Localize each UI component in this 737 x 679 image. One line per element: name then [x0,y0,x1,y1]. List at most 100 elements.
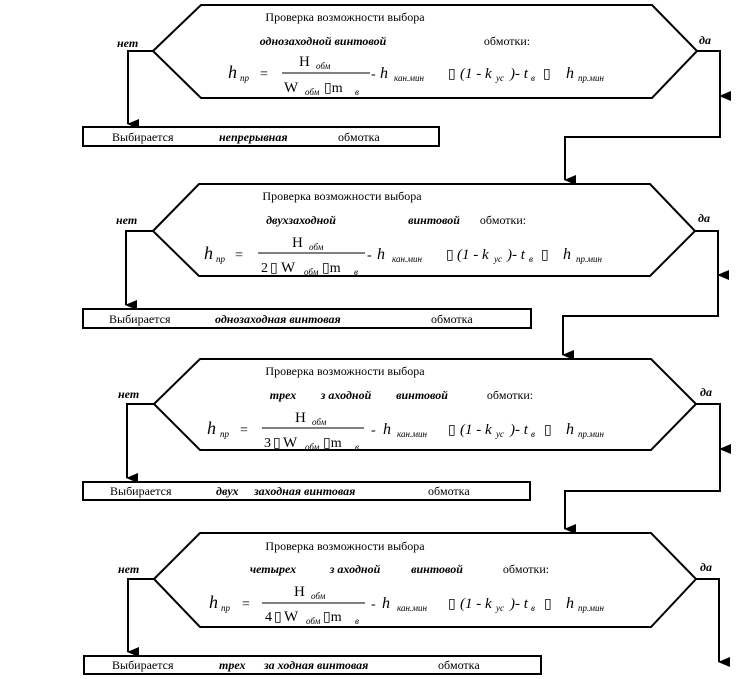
formula-equals: = [242,597,250,612]
formula-h-channel: h [377,246,385,263]
formula-numerator-sub: обм [311,591,326,601]
decision-subtitle-part: з аходной [320,388,372,402]
decision-subtitle-part: обмотки: [484,34,530,48]
formula-lhs: h [228,62,237,82]
formula-numerator-sub: обм [312,417,327,427]
formula-lhs: h [209,592,218,612]
formula-h-min-sub: пр.мин [578,603,604,613]
yes-label: да [700,560,712,574]
result-text-part: заходная винтовая [253,484,355,498]
result-text-part: Выбирается [112,658,174,672]
no-label: нет [118,562,139,576]
result-text-part: непрерывная [219,130,288,144]
formula-t-sub: в [531,429,535,439]
formula-numerator-sub: обм [309,242,324,252]
decision-subtitle-part: обмотки: [480,213,526,227]
no-arrow [126,403,154,483]
formula-numerator: H [294,584,305,600]
formula-lhs-sub: пр [221,603,231,613]
formula-mult-box: ▯ [448,597,456,612]
formula: h пр = H обм 2 ▯ W обм ▯m в - h кан.мин … [204,235,602,277]
result-box [83,655,542,675]
decision-subtitle-part: трех [270,388,297,402]
formula-ge: ▯ [544,423,552,438]
formula-ge: ▯ [541,248,549,263]
result-box [82,126,440,147]
decision-subtitle-part: двухзаходной [266,213,336,227]
formula-h-channel: h [383,421,391,438]
formula-k-sub: ус [493,254,502,264]
formula-k-sub: ус [495,429,504,439]
formula-ge: ▯ [544,597,552,612]
formula-numerator: H [295,410,306,426]
formula-h-min: h [566,595,574,612]
formula-h-channel-sub: кан.мин [397,603,427,613]
formula-mult-box: ▯ [448,67,456,82]
no-label: нет [117,36,138,50]
formula-denominator: W [284,80,299,96]
formula-k-term: (1 - k [457,247,489,263]
decision-title: Проверка возможности выбора [262,189,422,203]
no-arrow [127,578,154,657]
connector-3-4 [564,449,721,534]
formula-lhs-sub: пр [216,254,226,264]
yes-arrow [695,230,729,280]
formula-lhs-sub: пр [240,73,250,83]
formula-k-sub: ус [495,73,504,83]
result-text-part: обмотка [438,658,480,672]
yes-arrow [696,403,731,454]
formula-numerator: H [299,54,310,70]
formula-minus: - [367,248,372,263]
formula-h-channel-sub: кан.мин [397,429,427,439]
no-label: нет [116,213,137,227]
formula: h пр = H обм 4 ▯ W обм ▯m в - h кан.мин … [209,584,604,626]
formula-mult-box: ▯ [273,436,281,451]
formula-equals: = [235,248,243,263]
formula-ge: ▯ [543,67,551,82]
formula-k-sub: ус [495,603,504,613]
formula-mult-box: ▯ [448,423,456,438]
formula-denominator-sub: обм [305,87,320,97]
yes-arrow [697,50,731,101]
formula-equals: = [240,423,248,438]
formula-lhs: h [207,418,216,438]
result-text-part: двух [216,484,238,498]
formula-h-channel: h [382,595,390,612]
formula-h-channel: h [380,65,388,82]
decision-block-1: Проверка возможности выбора однозаходной… [82,4,731,147]
decision-subtitle-part: четырех [250,562,296,576]
decision-subtitle-part: з аходной [329,562,381,576]
formula-k-term: (1 - k [460,422,492,438]
decision-subtitle-part: винтовой [408,213,460,227]
decision-subtitle-part: однозаходной винтовой [260,34,387,48]
connector-2-3 [562,275,719,360]
formula-den-mult: 2 [261,261,268,276]
formula-h-min-sub: пр.мин [578,429,604,439]
result-text-part: однозаходная винтовая [215,312,341,326]
formula-lhs-sub: пр [220,429,230,439]
decision-subtitle-part: обмотки: [487,388,533,402]
formula-minus: - [371,597,376,612]
decision-hexagon [151,4,699,99]
formula-denominator-sub: обм [305,442,320,452]
formula: h пр = H обм W обм ▯m в - h кан.мин ▯ (1… [228,54,604,97]
formula-t-sub: в [531,73,535,83]
formula-mult-box: ▯ [446,248,454,263]
yes-label: да [700,385,712,399]
result-text-part: трех [219,658,246,672]
formula-mult: ▯m [323,610,342,625]
formula-h-min-sub: пр.мин [576,254,602,264]
no-arrow [125,230,153,310]
result-text-part: за ходная винтовая [263,658,368,672]
decision-title: Проверка возможности выбора [265,364,425,378]
result-text-part: обмотка [431,312,473,326]
decision-subtitle-part: обмотки: [503,562,549,576]
formula-k-term: (1 - k [460,596,492,612]
decision-title: Проверка возможности выбора [265,10,425,24]
formula-minus: - [371,67,376,82]
formula-mult: ▯m [322,261,341,276]
formula-h-min: h [563,246,571,263]
formula-denominator-sub: обм [306,616,321,626]
formula-denominator: W [284,609,299,625]
